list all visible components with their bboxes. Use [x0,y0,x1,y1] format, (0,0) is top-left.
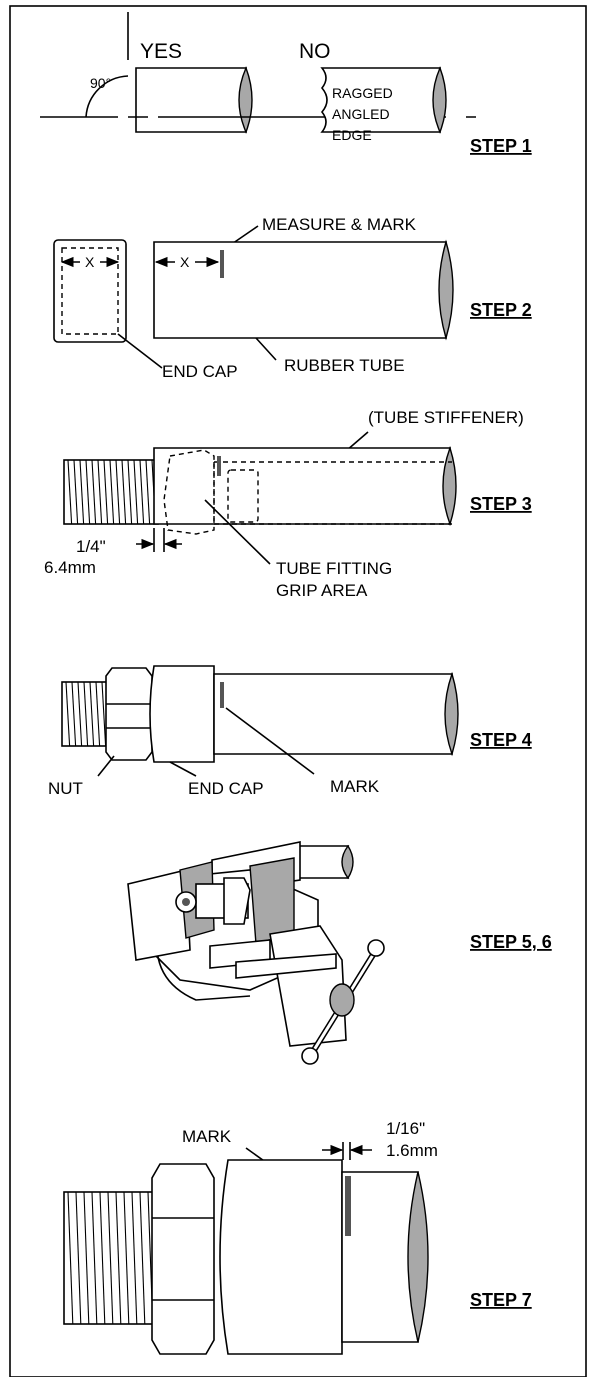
end-cap-step7 [219,1159,343,1355]
angle-label: 90° [90,75,111,91]
step1-title: STEP 1 [470,136,532,156]
tube-step7 [341,1171,419,1343]
tube-mark [220,250,224,278]
step56-vise-illustration: STEP 5, 6 [127,841,552,1065]
end-cap-leader-step4 [169,761,197,777]
yes-label: YES [140,40,182,63]
rubber-tube-leader [255,337,277,361]
step56-title: STEP 5, 6 [470,932,552,952]
edge-label: EDGE [332,127,372,143]
gap-mm-label-step7: 1.6mm [386,1141,438,1160]
rubber-tube-shape [153,241,447,339]
no-label: NO [299,40,331,63]
step1-panel: YES NO 90° RAGGED ANGLED EDGE STEP 1 [40,12,532,156]
end-cap-leader [117,333,163,369]
step3-panel: (TUBE STIFFENER) 1/4" 6.4mm TUBE FITTING… [44,408,532,600]
tube-mark-step4 [220,682,224,708]
step4-panel: NUT END CAP MARK STEP 4 [48,665,532,798]
rubber-tube-label: RUBBER TUBE [284,356,405,375]
tube-mark-step3 [217,456,221,476]
end-cap-step4 [149,665,215,763]
ragged-cut-tube [320,66,447,134]
gap-mm-label: 6.4mm [44,558,96,577]
ragged-label: RAGGED [332,85,393,101]
step2-panel: MEASURE & MARK X X END CAP RUBBER TUBE S… [53,215,532,381]
angled-label: ANGLED [332,106,390,122]
square-cut-tube [135,66,253,134]
x-label-cap: X [85,254,95,270]
x-label-tube: X [180,254,190,270]
mark-label-step7: MARK [182,1127,232,1146]
step7-panel: MARK 1/16" 1.6mm STEP 7 [63,1119,532,1355]
measure-mark-label: MEASURE & MARK [262,215,417,234]
step3-title: STEP 3 [470,494,532,514]
stiffener-label: (TUBE STIFFENER) [368,408,524,427]
right-angle-arc [85,75,129,118]
nut-leader [97,755,115,777]
grip-area-outline [163,449,215,535]
grip-leader [204,499,271,565]
end-cap-label-step4: END CAP [188,779,264,798]
tube-mark-step7 [345,1176,351,1236]
hex-nut-step7 [151,1163,215,1355]
gap-inch-label-step7: 1/16" [386,1119,425,1138]
nut-label: NUT [48,779,83,798]
mark-leader-step4 [225,707,315,775]
step2-title: STEP 2 [470,300,532,320]
hex-nut [105,667,153,761]
grip-line1: TUBE FITTING [276,559,392,578]
end-cap-label: END CAP [162,362,238,381]
step4-title: STEP 4 [470,730,532,750]
gap-inch-label: 1/4" [76,537,106,556]
page-border [9,5,587,1377]
grip-line2: GRIP AREA [276,581,368,600]
tube-step4 [213,673,453,755]
step7-title: STEP 7 [470,1290,532,1310]
mark-label-step4: MARK [330,777,380,796]
tube-step3 [153,447,451,525]
